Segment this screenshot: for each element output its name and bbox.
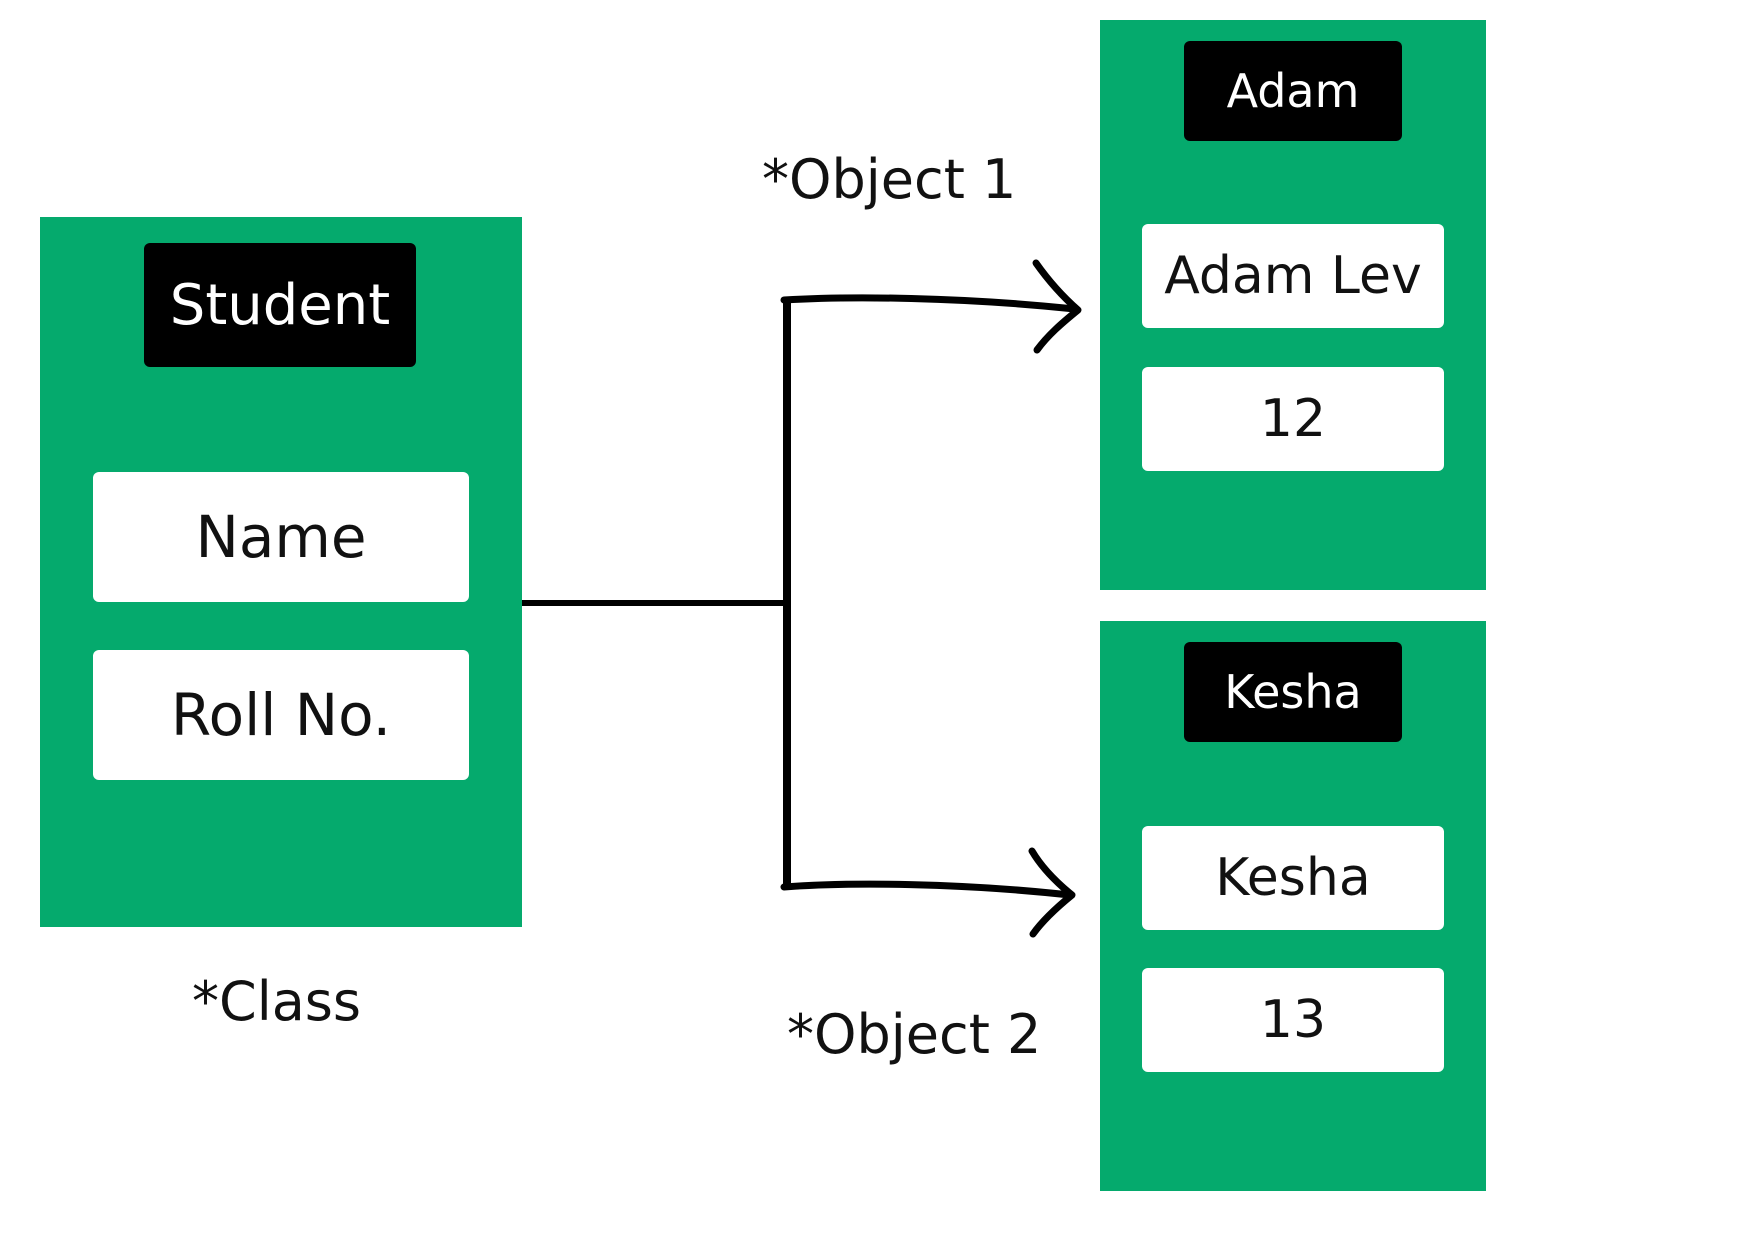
arrow-to-object-2-head (1028, 847, 1076, 938)
arrow-to-object-1-head (1032, 259, 1082, 354)
arrow-to-object-2-line (780, 880, 1074, 899)
object-1-value-name: Adam Lev (1142, 224, 1444, 328)
class-panel: Student Name Roll No. (40, 217, 522, 927)
object-1-caption: *Object 1 (762, 148, 1017, 211)
object-2-value-roll-no: 13 (1142, 968, 1444, 1072)
class-caption: *Class (192, 970, 362, 1033)
object-2-value-name: Kesha (1142, 826, 1444, 930)
class-title: Student (144, 243, 416, 367)
object-2-title: Kesha (1184, 642, 1402, 742)
object-1-value-roll-no: 12 (1142, 367, 1444, 471)
object-2-panel: Kesha Kesha 13 (1100, 621, 1486, 1191)
class-field-name: Name (93, 472, 469, 602)
object-1-title: Adam (1184, 41, 1402, 141)
class-field-roll-no: Roll No. (93, 650, 469, 780)
arrow-to-object-1-line (780, 294, 1079, 313)
object-2-caption: *Object 2 (787, 1003, 1042, 1066)
object-1-panel: Adam Adam Lev 12 (1100, 20, 1486, 590)
